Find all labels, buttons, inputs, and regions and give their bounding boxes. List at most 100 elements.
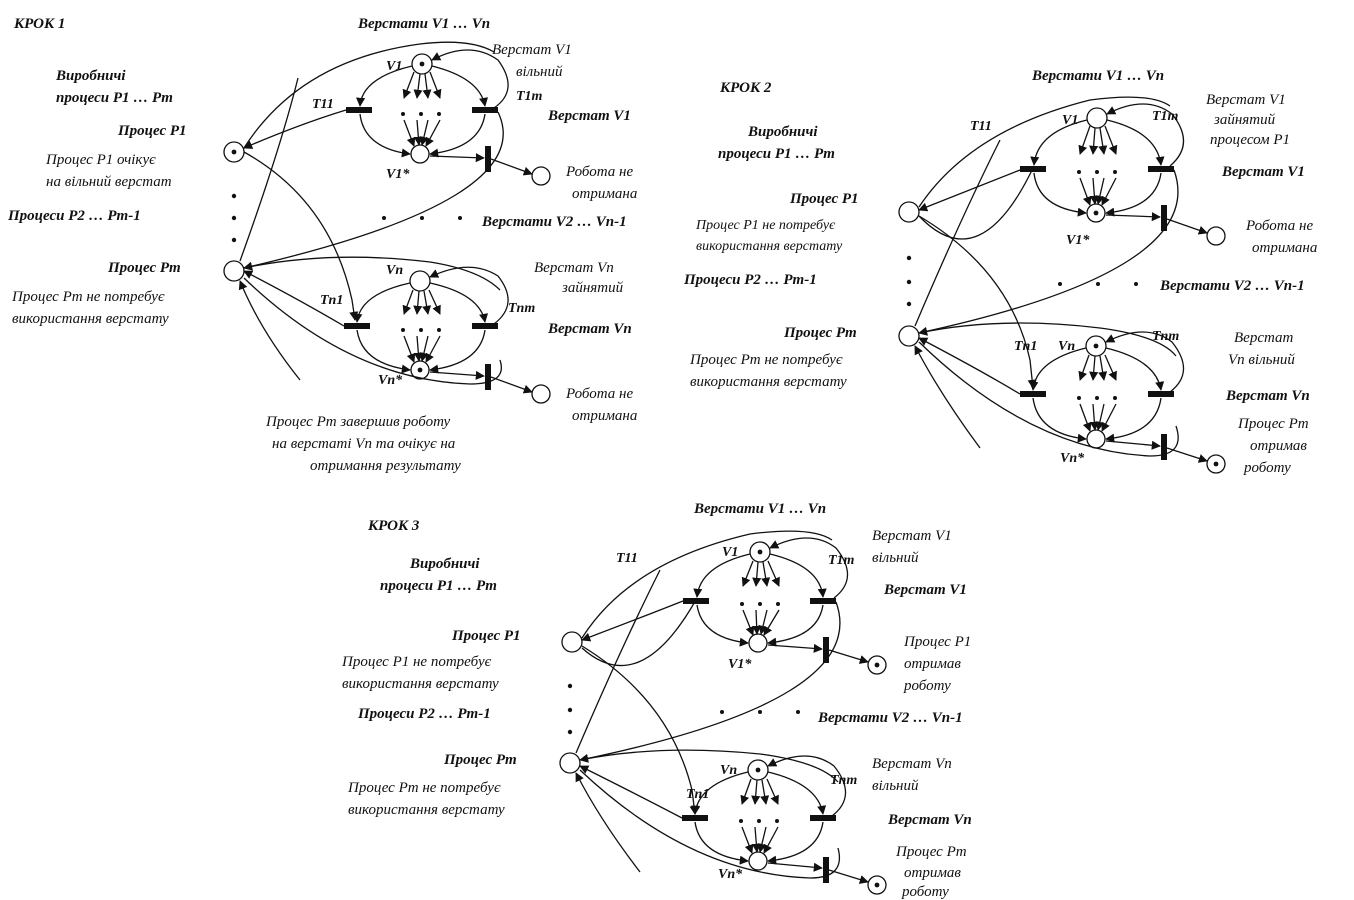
step-3-vn-label: Vn	[720, 763, 737, 778]
step-2-machines-mid-label: Верстати V2 … Vn-1	[1159, 278, 1305, 294]
step-3-output1-line1: Процес P1	[903, 634, 971, 650]
step-1-arc	[429, 282, 489, 323]
step-3-arc	[581, 600, 684, 642]
step-3-outputn-line2: отримав	[904, 865, 961, 881]
step-1-ellipsis-dot	[419, 112, 423, 116]
step-3-place-vnstar	[748, 851, 768, 871]
step-3-ellipsis-dot	[758, 602, 762, 606]
step-1-arc	[243, 277, 502, 385]
step-2-outputn-line1: Процес Pm	[1237, 416, 1309, 432]
step-1-ellipsis-dot	[420, 216, 424, 220]
step-3-processm-note-line2: використання верстату	[348, 802, 505, 818]
step-3-ellipsis-dot	[567, 729, 573, 735]
step-3-ellipsis-dot	[775, 819, 779, 823]
step-3-process1-label: Процес P1	[451, 628, 521, 644]
step-2-arc	[1105, 347, 1165, 391]
step-3-transition-out1	[823, 637, 829, 663]
step-1-arc	[243, 41, 495, 149]
step-3-arc	[693, 553, 751, 598]
step-2-arc	[1101, 403, 1117, 432]
step-3-machine1-label: Верстат V1	[883, 582, 967, 598]
step-1-arc	[238, 280, 301, 381]
step-1-output1-line1: Робота не	[565, 164, 633, 180]
step-2-tnm-label: Tnm	[1152, 329, 1179, 344]
step-2-arc	[1105, 212, 1161, 222]
step-3-ellipsis-dot	[720, 710, 724, 714]
step-1-arc	[402, 289, 414, 315]
step-1-machinen-state-line2: зайнятий	[561, 280, 624, 296]
step-3-tnm-label: Tnm	[830, 773, 857, 788]
step-1-arc	[429, 153, 485, 163]
step-3-v1-label: V1	[722, 545, 738, 560]
step-3-arc	[761, 561, 771, 587]
step-1-ellipsis-dot	[437, 328, 441, 332]
step-3-ellipsis-dot	[757, 819, 761, 823]
step-1-arc	[413, 290, 423, 315]
step-2-ellipsis-dot	[1113, 396, 1117, 400]
step-2-arc	[1089, 355, 1099, 381]
step-1-arc	[359, 113, 411, 158]
step-3-place-process1	[561, 631, 583, 653]
step-3-ellipsis-dot	[776, 602, 780, 606]
step-3-machine1-state-line1: Верстат V1	[872, 528, 952, 544]
step-2-process1-note-line1: Процес P1 не потребує	[695, 218, 836, 233]
step-2-arc	[1105, 331, 1185, 393]
step-3-arc	[579, 765, 683, 819]
step-3-token-outputn	[874, 882, 880, 888]
step-2-arc	[918, 169, 1179, 336]
step-1-processes-group-line1: Виробничі	[55, 68, 126, 84]
step-2-t1m-label: T1m	[1152, 109, 1179, 124]
step-2-machinen-state-line1: Верстат	[1234, 330, 1293, 346]
step-1-arc	[429, 266, 509, 325]
step-3-arc	[767, 643, 823, 653]
step-2-arc	[1032, 397, 1087, 443]
step-2-place-output1	[1206, 226, 1226, 246]
step-3-output1-line2: отримав	[904, 656, 961, 672]
step-3-arc	[767, 604, 824, 647]
step-1-arc	[419, 335, 429, 362]
step-1-machinen-state-line1: Верстат Vn	[534, 260, 614, 276]
step-2-arc	[1078, 125, 1091, 155]
step-2-arc	[918, 96, 1171, 208]
step-2-arc	[1105, 440, 1161, 450]
step-1-transition-tnm	[472, 323, 498, 329]
step-1-place-outputn	[531, 384, 551, 404]
step-2-outputn-line3: роботу	[1243, 460, 1291, 476]
step-3-arc	[742, 609, 755, 636]
step-3-arc	[579, 749, 839, 783]
step-1-arc	[243, 270, 345, 327]
step-2-arc	[914, 139, 1001, 327]
step-2-processes-mid-label: Процеси P2 … Pm-1	[683, 272, 817, 288]
step-1-ellipsis-dot	[231, 193, 237, 199]
step-2-v1star-label: V1*	[1066, 233, 1090, 248]
step-1-machine1-state-line2: вільний	[516, 64, 563, 80]
step-3-arc	[769, 537, 849, 599]
step-3-title: КРОК 3	[367, 518, 420, 534]
step-2-t11-label: T11	[970, 119, 992, 134]
step-3-arc	[767, 771, 827, 815]
step-2-arc	[918, 165, 1035, 240]
step-2-ellipsis-dot	[1096, 282, 1100, 286]
step-1-arc	[431, 49, 509, 109]
step-1-petri-net	[223, 41, 551, 404]
step-2-ellipsis-dot	[1077, 396, 1081, 400]
step-3-arc	[766, 778, 779, 805]
step-3-token-vn	[755, 767, 761, 773]
step-3-arc	[579, 601, 841, 763]
step-2-machine1-label: Верстат V1	[1221, 164, 1305, 180]
step-1-arc	[403, 335, 416, 363]
step-2-machinen-label: Верстат Vn	[1225, 388, 1310, 404]
step-3-v1star-label: V1*	[728, 657, 752, 672]
step-1-tn1-label: Tn1	[320, 293, 343, 308]
step-3-arc	[740, 778, 752, 805]
step-3-machine1-state-line2: вільний	[872, 550, 919, 566]
step-3-machinen-state-line2: вільний	[872, 778, 919, 794]
step-2-ellipsis-dot	[1095, 170, 1099, 174]
step-2-petri-net	[898, 96, 1226, 474]
step-2-ellipsis-dot	[1077, 170, 1081, 174]
step-1-arc	[429, 113, 486, 158]
step-1-ellipsis-dot	[231, 237, 237, 243]
step-2-processm-note-line2: використання верстату	[690, 374, 847, 390]
step-1-arc	[239, 77, 299, 262]
step-1-ellipsis-dot	[231, 215, 237, 221]
